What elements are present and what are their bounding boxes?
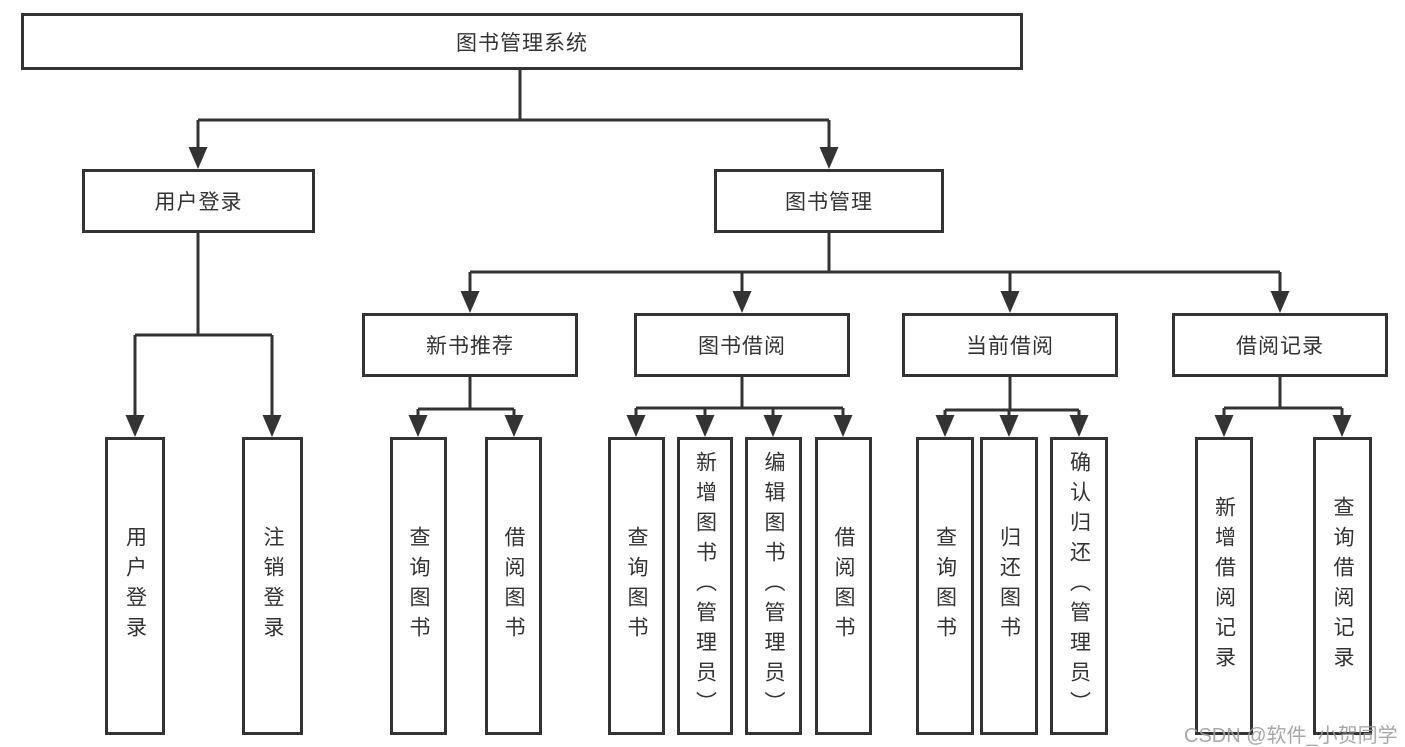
node-leaf-borrow-book-label: 借阅图书 [832,526,856,646]
node-leaf-borrow-book: 借阅图书 [815,437,872,735]
node-book-borrow-label: 图书借阅 [698,335,786,358]
node-user-login: 用户登录 [82,169,315,233]
node-leaf-edit-book-admin-label: 编辑图书（管理员） [762,451,786,721]
node-root-label: 图书管理系统 [456,31,588,55]
node-leaf-add-borrow-record-label: 新增借阅记录 [1212,496,1236,676]
node-book-management: 图书管理 [714,169,944,233]
node-leaf-return-book: 归还图书 [980,437,1038,735]
node-leaf-query-book: 查询图书 [390,437,447,735]
node-leaf-add-book-admin: 新增图书（管理员） [677,437,733,735]
node-leaf-user-login-label: 用户登录 [123,526,147,646]
node-leaf-query-book: 查询图书 [608,437,665,735]
root-connector [188,70,839,169]
node-leaf-borrow-book: 借阅图书 [485,437,542,735]
node-leaf-add-book-admin-label: 新增图书（管理员） [693,451,717,721]
node-user-login-label: 用户登录 [154,191,243,214]
node-root: 图书管理系统 [21,13,1023,70]
node-borrow-records: 借阅记录 [1172,313,1388,377]
node-leaf-edit-book-admin: 编辑图书（管理员） [745,437,802,735]
node-leaf-borrow-book-label: 借阅图书 [502,526,526,646]
node-new-book-recommend: 新书推荐 [362,313,578,377]
node-current-borrow-label: 当前借阅 [966,335,1054,358]
node-leaf-user-login: 用户登录 [105,437,165,735]
book-borrow-connector [626,376,853,437]
node-leaf-query-borrow-record: 查询借阅记录 [1313,437,1372,735]
node-leaf-confirm-return-admin: 确认归还（管理员） [1050,437,1108,735]
node-leaf-add-borrow-record: 新增借阅记录 [1195,437,1253,735]
node-leaf-logout: 注销登录 [242,437,303,735]
node-leaf-confirm-return-admin-label: 确认归还（管理员） [1067,451,1091,721]
node-borrow-records-label: 借阅记录 [1236,335,1324,358]
current-borrow-connector [935,376,1089,437]
user-login-connector [125,233,282,437]
new-book-recommend-connector [408,376,524,437]
node-current-borrow: 当前借阅 [902,313,1118,377]
node-leaf-query-borrow-record-label: 查询借阅记录 [1331,496,1355,676]
csdn-watermark: CSDN @软件_小贺同学 [1184,725,1398,747]
book-management-connector [460,233,1290,313]
node-book-borrow: 图书借阅 [634,313,850,377]
node-leaf-return-book-label: 归还图书 [997,526,1021,646]
node-leaf-logout-label: 注销登录 [261,526,285,646]
node-new-book-recommend-label: 新书推荐 [426,335,514,358]
node-leaf-query-book-label: 查询图书 [625,526,649,646]
node-leaf-query-book-label: 查询图书 [407,526,431,646]
node-leaf-query-book: 查询图书 [916,437,974,735]
borrow-records-connector [1214,376,1352,437]
node-leaf-query-book-label: 查询图书 [933,526,957,646]
node-book-management-label: 图书管理 [785,191,873,214]
